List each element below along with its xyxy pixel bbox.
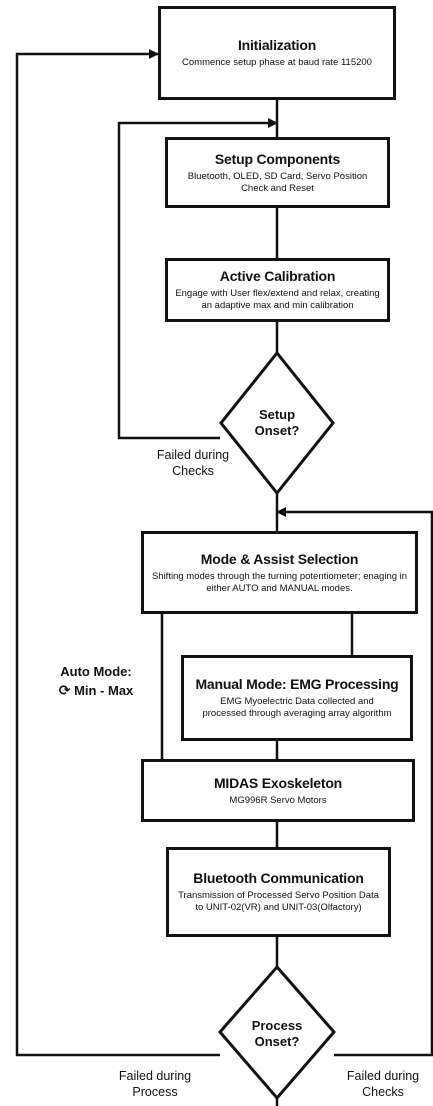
bluetooth-desc: Transmission of Processed Servo Position… bbox=[178, 890, 379, 913]
process-onset-diamond bbox=[218, 964, 336, 1101]
bluetooth-box: Bluetooth Communication Transmission of … bbox=[166, 847, 391, 937]
midas-title: MIDAS Exoskeleton bbox=[213, 774, 343, 791]
failed-checks-setup-label: Failed during Checks bbox=[156, 448, 230, 478]
initialization-desc: Commence setup phase at baud rate 115200 bbox=[182, 57, 372, 68]
mode-assist-desc: Shifting modes through the turning poten… bbox=[151, 570, 408, 594]
setup-components-box: Setup Components Bluetooth, OLED, SD Car… bbox=[165, 137, 390, 208]
manual-mode-box: Manual Mode: EMG Processing EMG Myoelect… bbox=[181, 655, 413, 741]
initialization-box: Initialization Commence setup phase at b… bbox=[158, 6, 396, 100]
midas-desc: MG996R Servo Motors bbox=[229, 794, 327, 806]
active-calibration-title: Active Calibration bbox=[219, 268, 336, 284]
active-calibration-box: Active Calibration Engage with User flex… bbox=[165, 258, 390, 322]
mode-assist-title: Mode & Assist Selection bbox=[200, 550, 359, 567]
connector-failed-process-loop bbox=[15, 49, 220, 1057]
initialization-title: Initialization bbox=[237, 37, 317, 53]
process-onset-label: Process Onset? bbox=[251, 1018, 303, 1049]
auto-mode-range: Min - Max bbox=[74, 683, 134, 698]
manual-mode-title: Manual Mode: EMG Processing bbox=[195, 676, 399, 692]
setup-onset-diamond bbox=[219, 350, 335, 496]
auto-mode-label: Auto Mode: ⟳ Min - Max bbox=[44, 662, 148, 700]
manual-mode-desc: EMG Myoelectric Data collected and proce… bbox=[202, 696, 392, 719]
mode-assist-box: Mode & Assist Selection Shifting modes t… bbox=[141, 531, 418, 614]
setup-components-desc: Bluetooth, OLED, SD Card, Servo Position… bbox=[187, 170, 368, 194]
connector-setup-onset-loop bbox=[117, 118, 278, 440]
failed-checks-process-label: Failed during Checks bbox=[346, 1069, 420, 1099]
bluetooth-title: Bluetooth Communication bbox=[193, 870, 364, 886]
connector-failed-checks-loop bbox=[276, 507, 433, 1057]
setup-onset-label: Setup Onset? bbox=[254, 407, 300, 438]
setup-components-title: Setup Components bbox=[214, 150, 341, 167]
cycle-arrows-icon: ⟳ bbox=[58, 682, 71, 698]
auto-mode-title: Auto Mode: bbox=[60, 664, 132, 679]
auto-mode-range-row: ⟳ Min - Max bbox=[44, 681, 148, 700]
midas-box: MIDAS Exoskeleton MG996R Servo Motors bbox=[141, 759, 415, 822]
active-calibration-desc: Engage with User flex/extend and relax, … bbox=[175, 288, 380, 311]
failed-process-label: Failed during Process bbox=[118, 1069, 192, 1099]
